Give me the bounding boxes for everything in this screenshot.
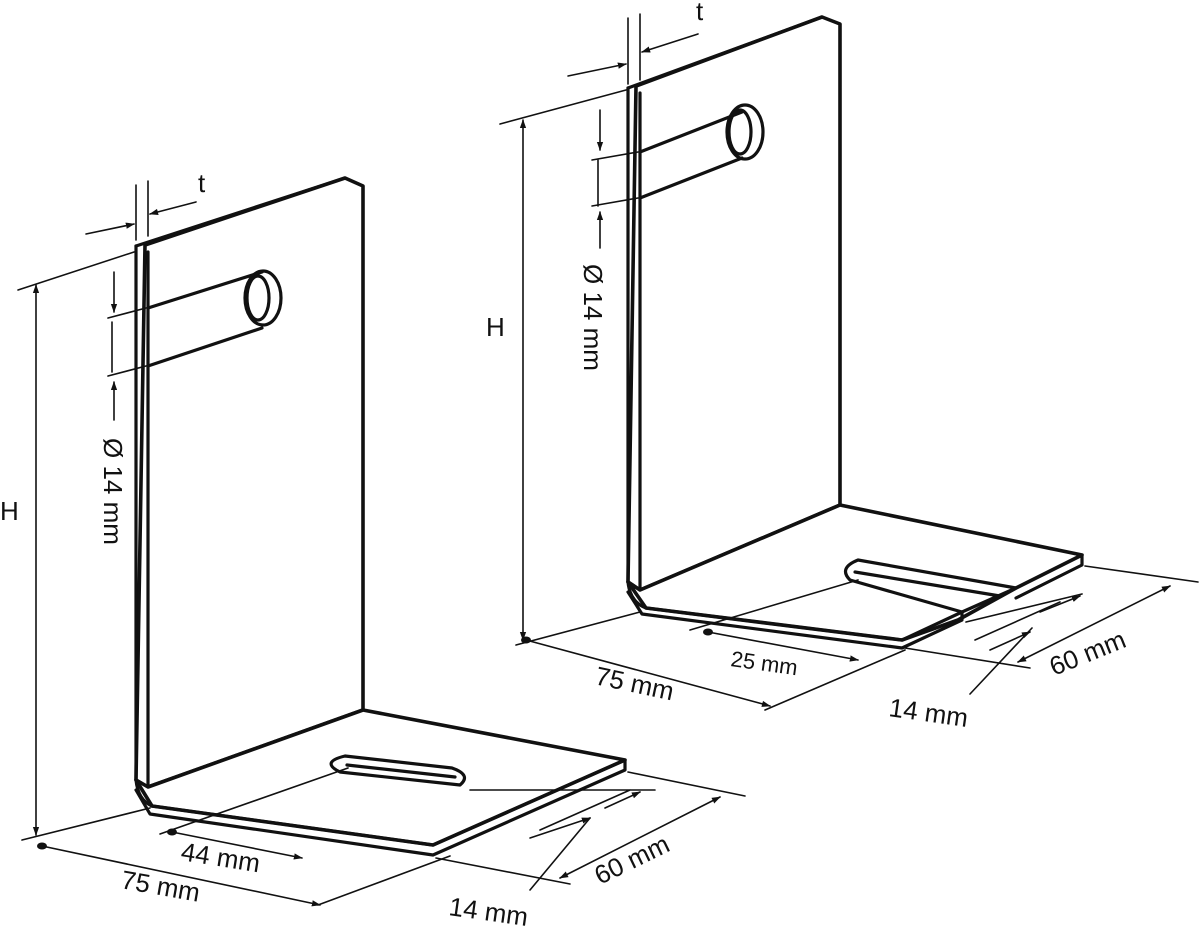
right-height-dim <box>499 89 641 646</box>
right-slot <box>843 558 1018 614</box>
right-depth-label: 60 mm <box>1045 624 1130 682</box>
left-slot-inner <box>345 763 457 779</box>
left-width-label: 75 mm <box>119 864 202 907</box>
left-hole-rim <box>245 274 271 322</box>
right-base-front-edge <box>626 590 964 650</box>
left-thickness-label: t <box>198 168 206 198</box>
right-plate-top-edge <box>626 15 824 90</box>
right-hole-dim <box>591 109 639 249</box>
left-height-dim <box>17 251 151 841</box>
left-slot-width-label: 14 mm <box>447 891 530 932</box>
right-thickness-label: t <box>696 0 704 26</box>
right-depth-dim <box>904 565 1199 669</box>
left-hole-dim <box>107 271 147 421</box>
bracket-right: t H Ø 14 mm 25 mm 75 mm <box>486 0 1199 733</box>
right-height-label: H <box>486 312 505 342</box>
left-slot-width-dim <box>469 789 656 891</box>
right-slot-inner <box>853 570 1002 598</box>
right-thickness-dim <box>567 13 699 85</box>
left-bend <box>134 244 154 808</box>
left-hole <box>243 269 283 327</box>
right-width-label: 75 mm <box>593 661 677 707</box>
right-slot-width-dim <box>965 593 1083 695</box>
right-hole <box>725 103 765 161</box>
left-width-dim <box>37 842 451 907</box>
left-vertical-plate <box>134 176 365 789</box>
right-slot-width-label: 14 mm <box>887 692 970 733</box>
left-base-front-edge <box>134 758 627 857</box>
right-hole-cylinder <box>638 110 744 200</box>
left-height-label: H <box>0 496 19 526</box>
left-plate-top-edge <box>134 176 347 248</box>
left-slot <box>329 754 467 787</box>
left-slot-offset-label: 44 mm <box>179 836 262 878</box>
right-hole-label: Ø 14 mm <box>578 264 608 371</box>
right-bend <box>626 86 648 610</box>
left-thickness-dim <box>85 180 197 241</box>
right-hole-rim <box>727 108 753 156</box>
right-slot-offset-label: 25 mm <box>729 646 799 680</box>
left-depth-dim <box>435 771 746 885</box>
right-vertical-plate <box>626 15 842 592</box>
left-depth-label: 60 mm <box>589 829 674 891</box>
right-width-dim <box>521 636 906 711</box>
left-hole-cylinder <box>146 270 264 368</box>
left-hole-label: Ø 14 mm <box>98 438 128 545</box>
